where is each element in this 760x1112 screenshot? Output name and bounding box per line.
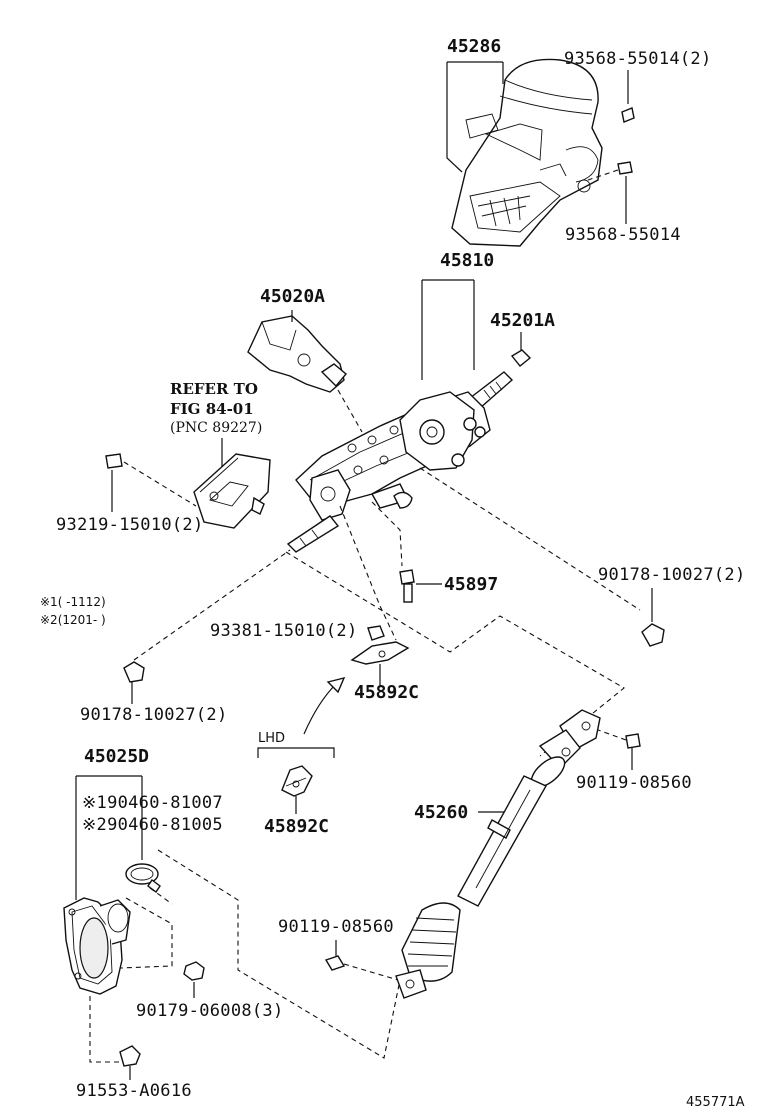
illustration-code: 455771A <box>686 1095 745 1110</box>
lock-housing-45020A[interactable] <box>247 310 347 393</box>
steering-column-45810[interactable] <box>286 371 514 553</box>
leader-93219 <box>123 461 197 507</box>
label-45201A: 45201A <box>490 310 555 331</box>
label-45260: 45260 <box>414 802 468 823</box>
bushing-45201A[interactable] <box>510 332 532 367</box>
label-90178-10027-2-left: 90178-10027(2) <box>80 705 228 725</box>
label-45020A: 45020A <box>260 286 325 307</box>
label-93568-55014: 93568-55014 <box>565 225 681 245</box>
label-lhd: LHD <box>258 731 285 746</box>
bracket-45025D <box>75 775 143 900</box>
label-45892C-bottom: 45892C <box>264 816 329 837</box>
label-45897: 45897 <box>444 574 498 595</box>
label-90460-81005: ※290460-81005 <box>82 815 223 835</box>
lhd-bracket <box>257 747 335 758</box>
leader-45892C-a <box>339 505 397 641</box>
label-45810: 45810 <box>421 250 494 380</box>
bolt-45897[interactable] <box>399 569 415 603</box>
ecu-module[interactable] <box>193 453 271 529</box>
svg-text:REFER TO: REFER TO <box>170 380 258 398</box>
label-93568-55014-2: 93568-55014(2) <box>564 49 712 69</box>
label-93381-15010-2: 93381-15010(2) <box>210 621 358 641</box>
label-90178-10027-2-right: 90178-10027(2) <box>598 565 746 585</box>
label-45286: 45286 <box>446 36 504 173</box>
note-2: ※2(1201- ) <box>40 613 106 627</box>
boot-seal-45025D[interactable] <box>63 897 131 995</box>
label-90119-08560-right: 90119-08560 <box>576 773 692 793</box>
screw-93568-55014[interactable] <box>587 161 633 224</box>
svg-text:45286: 45286 <box>447 36 501 57</box>
clamp-90460[interactable] <box>125 863 161 894</box>
boot-outline <box>119 897 173 969</box>
clamp-leader <box>149 887 173 905</box>
label-91553-A0616: 91553-A0616 <box>76 1081 192 1101</box>
label-93219-15010-2: 93219-15010(2) <box>56 515 204 535</box>
bracket-45892C-lhd[interactable] <box>281 765 313 797</box>
bracket-45892C-top[interactable] <box>350 641 410 665</box>
shaft-outline-lower <box>157 849 401 1059</box>
nut-90179-06008[interactable] <box>183 961 205 981</box>
screw-93219-15010[interactable] <box>105 453 123 512</box>
bolt-90119-08560-left[interactable] <box>324 955 399 981</box>
bolt-90119-08560-right[interactable] <box>597 729 641 749</box>
note-1: ※1( -1112) <box>40 595 106 609</box>
leader-90178-right <box>419 467 641 611</box>
label-90119-08560-left: 90119-08560 <box>278 917 394 937</box>
nut-90178-10027-left[interactable] <box>123 661 145 683</box>
screw-93381-15010[interactable] <box>367 625 385 641</box>
column-cover-45286[interactable] <box>451 58 603 247</box>
leader-45897-a <box>371 501 403 567</box>
leader-45020A <box>337 389 363 433</box>
refer-note: REFER TO FIG 84-01 (PNC 89227) <box>170 380 262 436</box>
label-45025D: 45025D <box>84 746 149 767</box>
leader-91553-a <box>89 996 126 1063</box>
screw-93568-55014-2[interactable] <box>621 70 635 123</box>
bolt-91553-A0616[interactable] <box>119 1045 141 1067</box>
shaft-outline-upper <box>285 551 625 757</box>
leader-90178-left <box>133 549 291 661</box>
label-90460-81007: ※190460-81007 <box>82 793 223 813</box>
nut-90178-10027-right[interactable] <box>641 623 665 647</box>
direction-arrow <box>303 676 346 735</box>
intermediate-shaft-45260[interactable] <box>395 709 601 999</box>
label-90179-06008-3: 90179-06008(3) <box>136 1001 284 1021</box>
svg-text:(PNC 89227): (PNC 89227) <box>170 420 262 436</box>
svg-text:FIG 84-01: FIG 84-01 <box>170 400 254 418</box>
label-45892C-top: 45892C <box>354 682 419 703</box>
svg-text:45810: 45810 <box>440 250 494 271</box>
